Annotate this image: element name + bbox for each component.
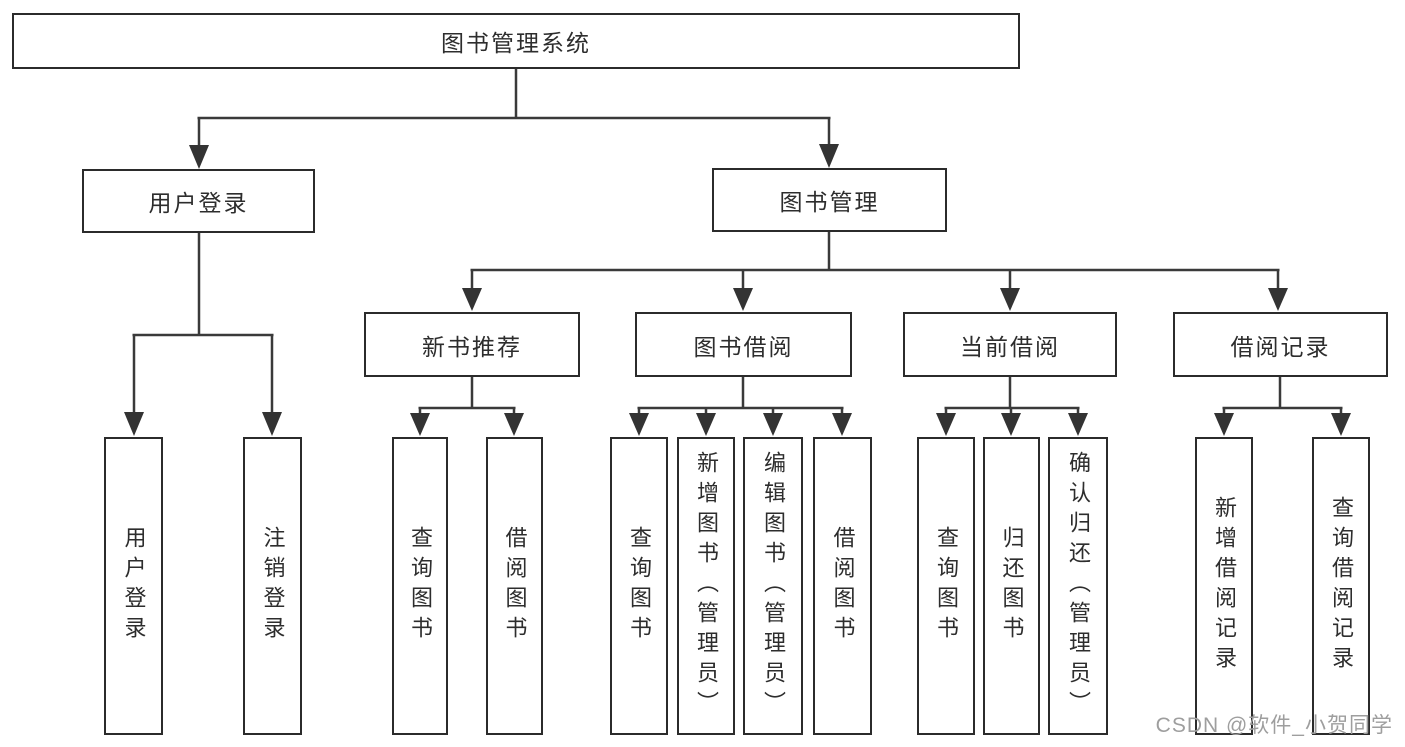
leaf-label: 编辑图书（管理员）	[761, 451, 786, 721]
node-library-management-system: 图书管理系统	[12, 13, 1020, 69]
node-current-borrowing: 当前借阅	[903, 312, 1117, 377]
node-borrowing-records: 借阅记录	[1173, 312, 1388, 377]
node-label: 图书管理	[779, 189, 880, 215]
arrow-down-icon	[1268, 288, 1288, 311]
leaf-logout: 注销登录	[243, 437, 302, 735]
leaf-label: 新增图书（管理员）	[694, 451, 719, 721]
arrow-down-icon	[1000, 288, 1020, 311]
leaf-user-login: 用户登录	[104, 437, 163, 735]
leaf-borrow-books-recommend: 借阅图书	[486, 437, 543, 735]
arrow-down-icon	[124, 412, 144, 436]
node-label: 图书管理系统	[441, 30, 591, 56]
leaf-label: 用户登录	[121, 526, 147, 646]
arrow-down-icon	[629, 413, 649, 436]
leaf-label: 确认归还（管理员）	[1066, 451, 1091, 721]
leaf-return-books: 归还图书	[983, 437, 1040, 735]
connector-current-to-leaves	[944, 377, 1080, 415]
leaf-label: 注销登录	[260, 526, 286, 646]
leaf-edit-books-admin: 编辑图书（管理员）	[743, 437, 803, 735]
leaf-add-books-admin: 新增图书（管理员）	[677, 437, 735, 735]
arrow-down-icon	[1001, 413, 1021, 436]
csdn-watermark: CSDN @软件_小贺同学	[1155, 714, 1393, 737]
leaf-add-borrow-record: 新增借阅记录	[1195, 437, 1253, 735]
leaf-query-borrow-record: 查询借阅记录	[1312, 437, 1370, 735]
connector-records-to-leaves	[1222, 377, 1343, 415]
node-label: 当前借阅	[960, 333, 1060, 360]
leaf-label: 查询图书	[627, 526, 652, 646]
leaf-label: 借阅图书	[502, 526, 528, 646]
leaf-label: 借阅图书	[830, 526, 856, 646]
node-label: 新书推荐	[422, 333, 522, 360]
arrow-down-icon	[262, 412, 282, 436]
leaf-label: 新增借阅记录	[1212, 496, 1237, 676]
connector-userlogin-to-leaves	[132, 233, 274, 414]
node-new-book-recommendation: 新书推荐	[364, 312, 580, 377]
node-book-borrowing: 图书借阅	[635, 312, 852, 377]
arrow-down-icon	[410, 413, 430, 436]
node-label: 借阅记录	[1230, 333, 1331, 360]
arrow-down-icon	[819, 144, 839, 168]
leaf-label: 查询图书	[934, 526, 959, 646]
connector-bookmgmt-to-level3	[470, 232, 1280, 289]
leaf-label: 归还图书	[999, 526, 1025, 646]
node-label: 用户登录	[148, 190, 249, 216]
node-user-login: 用户登录	[82, 169, 315, 233]
arrow-down-icon	[832, 413, 852, 436]
arrow-down-icon	[189, 145, 209, 169]
arrow-down-icon	[696, 413, 716, 436]
arrow-down-icon	[1068, 413, 1088, 436]
leaf-query-books-current: 查询图书	[917, 437, 975, 735]
connector-newbook-to-leaves	[418, 377, 516, 415]
leaf-label: 查询借阅记录	[1329, 496, 1354, 676]
node-label: 图书借阅	[693, 333, 794, 360]
arrow-down-icon	[733, 288, 753, 311]
leaf-label: 查询图书	[408, 526, 433, 646]
arrow-down-icon	[504, 413, 524, 436]
leaf-query-books-borrow: 查询图书	[610, 437, 668, 735]
arrow-down-icon	[1331, 413, 1351, 436]
connector-root-to-level2	[197, 69, 831, 147]
arrow-down-icon	[936, 413, 956, 436]
connector-borrow-to-leaves	[637, 377, 844, 415]
node-book-management: 图书管理	[712, 168, 947, 232]
arrow-down-icon	[1214, 413, 1234, 436]
leaf-confirm-return-admin: 确认归还（管理员）	[1048, 437, 1108, 735]
leaf-borrow-books: 借阅图书	[813, 437, 872, 735]
arrow-down-icon	[763, 413, 783, 436]
arrow-down-icon	[462, 288, 482, 311]
leaf-query-books-recommend: 查询图书	[392, 437, 448, 735]
